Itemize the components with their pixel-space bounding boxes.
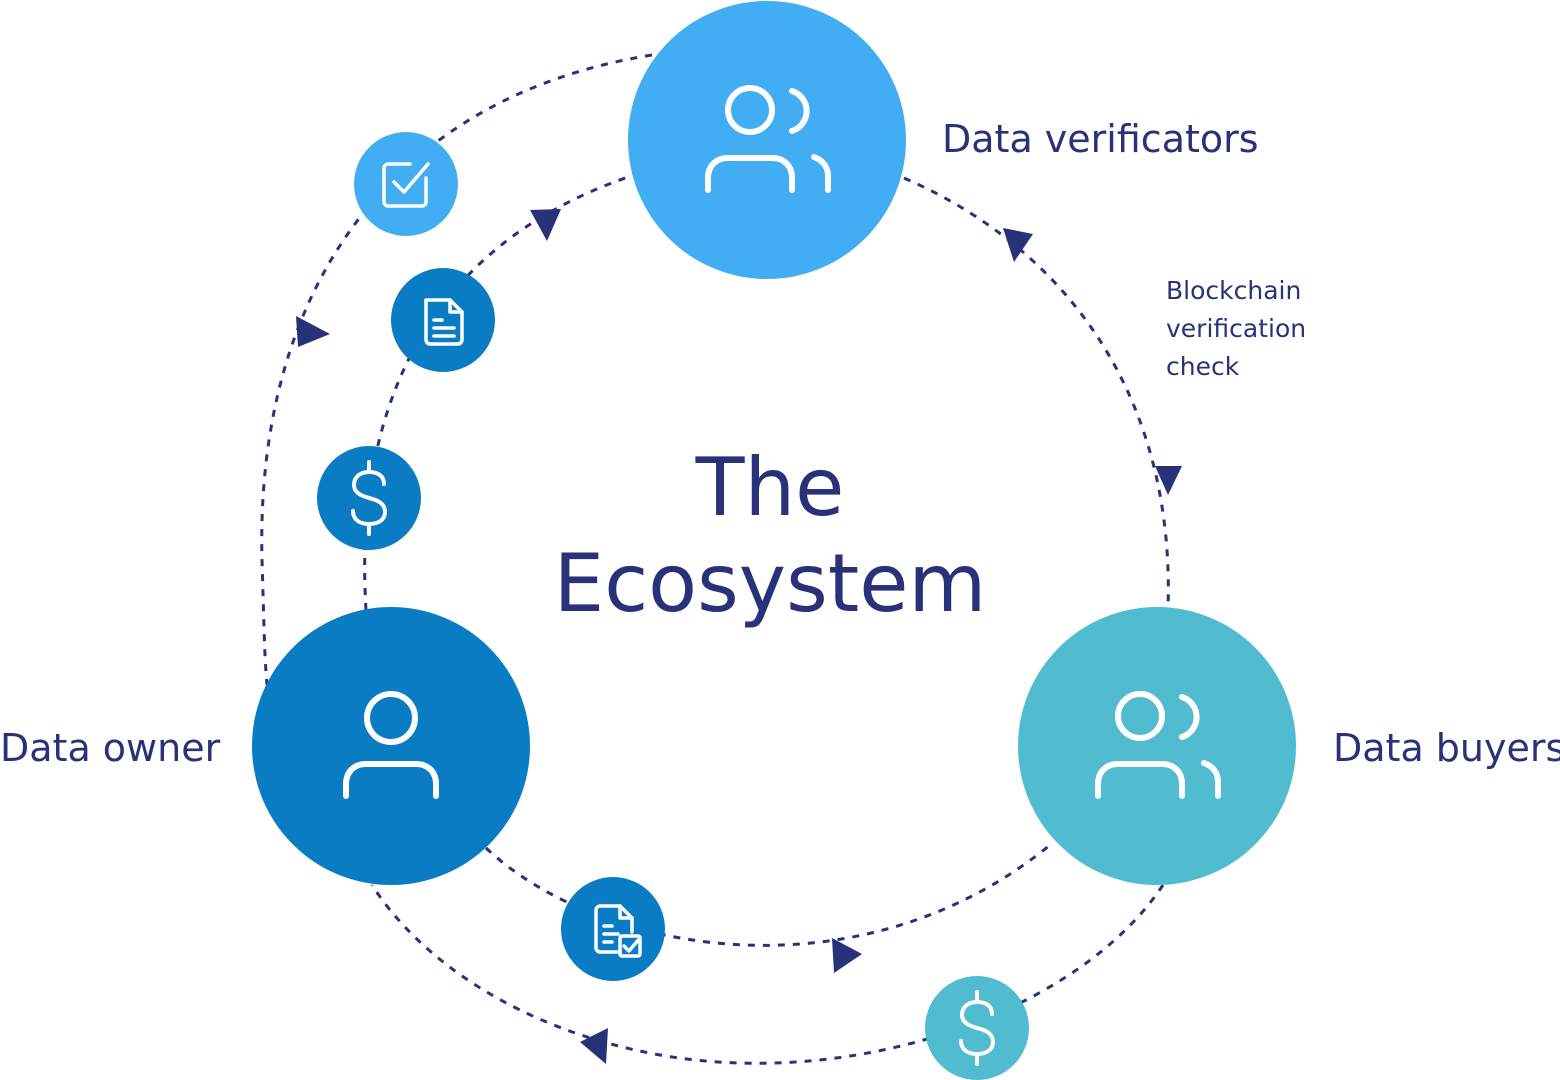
arrowhead-outer-left (296, 316, 330, 347)
flow-verificators-buyers (903, 176, 1170, 609)
arrowhead-inner-left (530, 209, 561, 241)
flow-verificators-to-owner (260, 53, 653, 686)
users-icon (705, 85, 831, 193)
arrowhead-right-down (1155, 466, 1182, 495)
document-icon (424, 298, 464, 346)
label-blockchain-line-2: verification (1166, 314, 1307, 343)
title-line-1: The (695, 441, 845, 534)
document-check-icon (594, 904, 642, 958)
step-verified-document (561, 877, 665, 981)
node-owner (252, 607, 530, 885)
checkbox-icon (382, 162, 430, 208)
label-blockchain-line-3: check (1166, 352, 1240, 381)
label-blockchain-check: Blockchain verification check (1166, 272, 1336, 386)
arrowheads (296, 209, 1182, 1064)
title-line-2: Ecosystem (553, 537, 987, 630)
user-icon (343, 691, 439, 799)
users-icon (1095, 691, 1221, 799)
arrowhead-bottom-outer (580, 1028, 608, 1064)
arrowhead-right-up (1003, 228, 1033, 262)
step-payment-buyers (925, 976, 1029, 1080)
dollar-icon (959, 990, 995, 1066)
step-payment-owner (317, 446, 421, 550)
step-document (391, 268, 495, 372)
dollar-icon (351, 460, 387, 536)
label-data-verificators: Data verificators (942, 117, 1259, 161)
arrowhead-bottom-inner (832, 938, 862, 973)
label-data-owner: Data owner (0, 726, 221, 770)
label-blockchain-line-1: Blockchain (1166, 276, 1302, 305)
label-data-buyers: Data buyers (1333, 726, 1560, 770)
step-verify-checkbox (354, 132, 458, 236)
node-verificators (628, 1, 906, 279)
node-buyers (1018, 607, 1296, 885)
diagram-title: The Ecosystem (520, 440, 1020, 632)
flow-owner-to-buyers (484, 843, 1051, 947)
flow-buyers-to-owner (370, 884, 1165, 1065)
